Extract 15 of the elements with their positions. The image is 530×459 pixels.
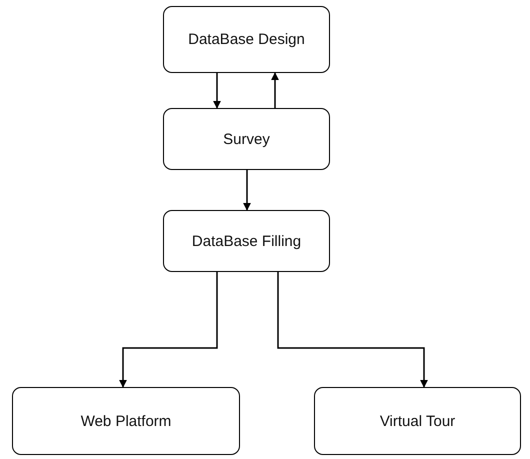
process-box [314, 387, 521, 455]
process-box [163, 6, 330, 73]
arrow [213, 73, 221, 109]
box-label: Web Platform [80, 412, 172, 430]
process-box [163, 108, 330, 170]
process-box [163, 210, 330, 272]
arrow [271, 72, 279, 108]
process-box [12, 387, 240, 455]
arrow [277, 272, 428, 388]
box-label: Virtual Tour [380, 412, 456, 430]
box-label: DataBase Filling [192, 232, 302, 250]
arrow [243, 170, 251, 211]
box-label: Survey [223, 130, 270, 148]
arrow [119, 272, 218, 388]
box-label: DataBase Design [188, 31, 305, 48]
